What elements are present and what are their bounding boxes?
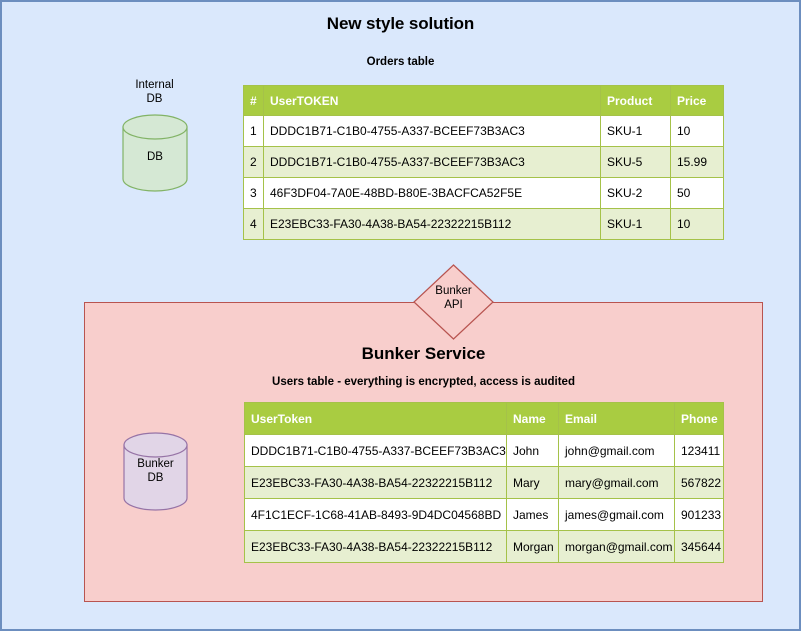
table-row: DDDC1B71-C1B0-4755-A337-BCEEF73B3AC3 Joh… — [244, 434, 724, 467]
users-cell-email: james@gmail.com — [558, 498, 675, 531]
table-row: 4 E23EBC33-FA30-4A38-BA54-22322215B112 S… — [243, 208, 724, 240]
internal-db-caption-line1: Internal — [135, 79, 174, 91]
users-col-email: Email — [558, 402, 675, 435]
table-row: E23EBC33-FA30-4A38-BA54-22322215B112 Mar… — [244, 466, 724, 499]
users-cell-phone: 901233 — [674, 498, 724, 531]
internal-db-cylinder: DB — [122, 114, 188, 192]
orders-cell-price: 10 — [670, 208, 724, 240]
orders-cell-price: 50 — [670, 177, 724, 209]
users-cell-email: john@gmail.com — [558, 434, 675, 467]
bunker-api-node: Bunker API — [413, 264, 494, 340]
orders-cell-product: SKU-5 — [600, 146, 671, 178]
orders-cell-token: DDDC1B71-C1B0-4755-A337-BCEEF73B3AC3 — [263, 115, 601, 147]
users-cell-name: Mary — [506, 466, 559, 499]
orders-cell-product: SKU-2 — [600, 177, 671, 209]
cylinder-shape — [122, 114, 188, 192]
table-row: 4F1C1ECF-1C68-41AB-8493-9D4DC04568BD Jam… — [244, 498, 724, 531]
users-cell-email: morgan@gmail.com — [558, 530, 675, 563]
users-col-name: Name — [506, 402, 559, 435]
users-cell-token: E23EBC33-FA30-4A38-BA54-22322215B112 — [244, 530, 507, 563]
orders-cell-token: DDDC1B71-C1B0-4755-A337-BCEEF73B3AC3 — [263, 146, 601, 178]
orders-table: # UserTOKEN Product Price 1 DDDC1B71-C1B… — [243, 85, 724, 240]
bunker-db-cylinder-label: Bunker DB — [123, 457, 188, 485]
table-row: 3 46F3DF04-7A0E-48BD-B80E-3BACFCA52F5E S… — [243, 177, 724, 209]
users-cell-phone: 567822 — [674, 466, 724, 499]
users-cell-email: mary@gmail.com — [558, 466, 675, 499]
orders-cell-product: SKU-1 — [600, 115, 671, 147]
orders-cell-product: SKU-1 — [600, 208, 671, 240]
orders-cell-index: 2 — [243, 146, 264, 178]
table-row: 1 DDDC1B71-C1B0-4755-A337-BCEEF73B3AC3 S… — [243, 115, 724, 147]
users-cell-phone: 123411 — [674, 434, 724, 467]
users-col-token: UserToken — [244, 402, 507, 435]
orders-cell-index: 3 — [243, 177, 264, 209]
diamond-shape — [413, 264, 494, 340]
users-table-header-row: UserToken Name Email Phone — [244, 402, 724, 435]
internal-db-cylinder-label: DB — [147, 151, 163, 163]
users-cell-token: E23EBC33-FA30-4A38-BA54-22322215B112 — [244, 466, 507, 499]
internal-db-caption-line2: DB — [146, 93, 163, 105]
orders-cell-price: 15.99 — [670, 146, 724, 178]
bunker-service-title: Bunker Service — [361, 344, 486, 363]
bunker-api-label-line1: Bunker — [435, 285, 472, 297]
orders-cell-index: 1 — [243, 115, 264, 147]
orders-table-header-row: # UserTOKEN Product Price — [243, 85, 724, 116]
orders-table-caption: Orders table — [366, 56, 435, 68]
orders-cell-index: 4 — [243, 208, 264, 240]
internal-db-caption: Internal DB — [102, 78, 207, 106]
page-title: New style solution — [326, 14, 475, 33]
bunker-api-label-line2: API — [444, 299, 463, 311]
table-row: E23EBC33-FA30-4A38-BA54-22322215B112 Mor… — [244, 530, 724, 563]
users-cell-name: Morgan — [506, 530, 559, 563]
users-col-phone: Phone — [674, 402, 724, 435]
users-cell-token: DDDC1B71-C1B0-4755-A337-BCEEF73B3AC3 — [244, 434, 507, 467]
users-cell-token: 4F1C1ECF-1C68-41AB-8493-9D4DC04568BD — [244, 498, 507, 531]
users-cell-name: John — [506, 434, 559, 467]
bunker-api-label: Bunker API — [413, 284, 494, 312]
cylinder-shape — [123, 432, 188, 511]
orders-cell-token: 46F3DF04-7A0E-48BD-B80E-3BACFCA52F5E — [263, 177, 601, 209]
orders-col-token: UserTOKEN — [263, 85, 601, 116]
orders-col-product: Product — [600, 85, 671, 116]
orders-col-index: # — [243, 85, 264, 116]
users-table-caption: Users table - everything is encrypted, a… — [272, 376, 575, 388]
bunker-db-label-line2: DB — [147, 472, 164, 484]
users-cell-name: James — [506, 498, 559, 531]
bunker-db-label-line1: Bunker — [137, 458, 174, 470]
users-cell-phone: 345644 — [674, 530, 724, 563]
orders-cell-price: 10 — [670, 115, 724, 147]
bunker-db-cylinder: Bunker DB — [123, 432, 188, 511]
table-row: 2 DDDC1B71-C1B0-4755-A337-BCEEF73B3AC3 S… — [243, 146, 724, 178]
orders-cell-token: E23EBC33-FA30-4A38-BA54-22322215B112 — [263, 208, 601, 240]
users-table: UserToken Name Email Phone DDDC1B71-C1B0… — [244, 402, 724, 563]
orders-col-price: Price — [670, 85, 724, 116]
